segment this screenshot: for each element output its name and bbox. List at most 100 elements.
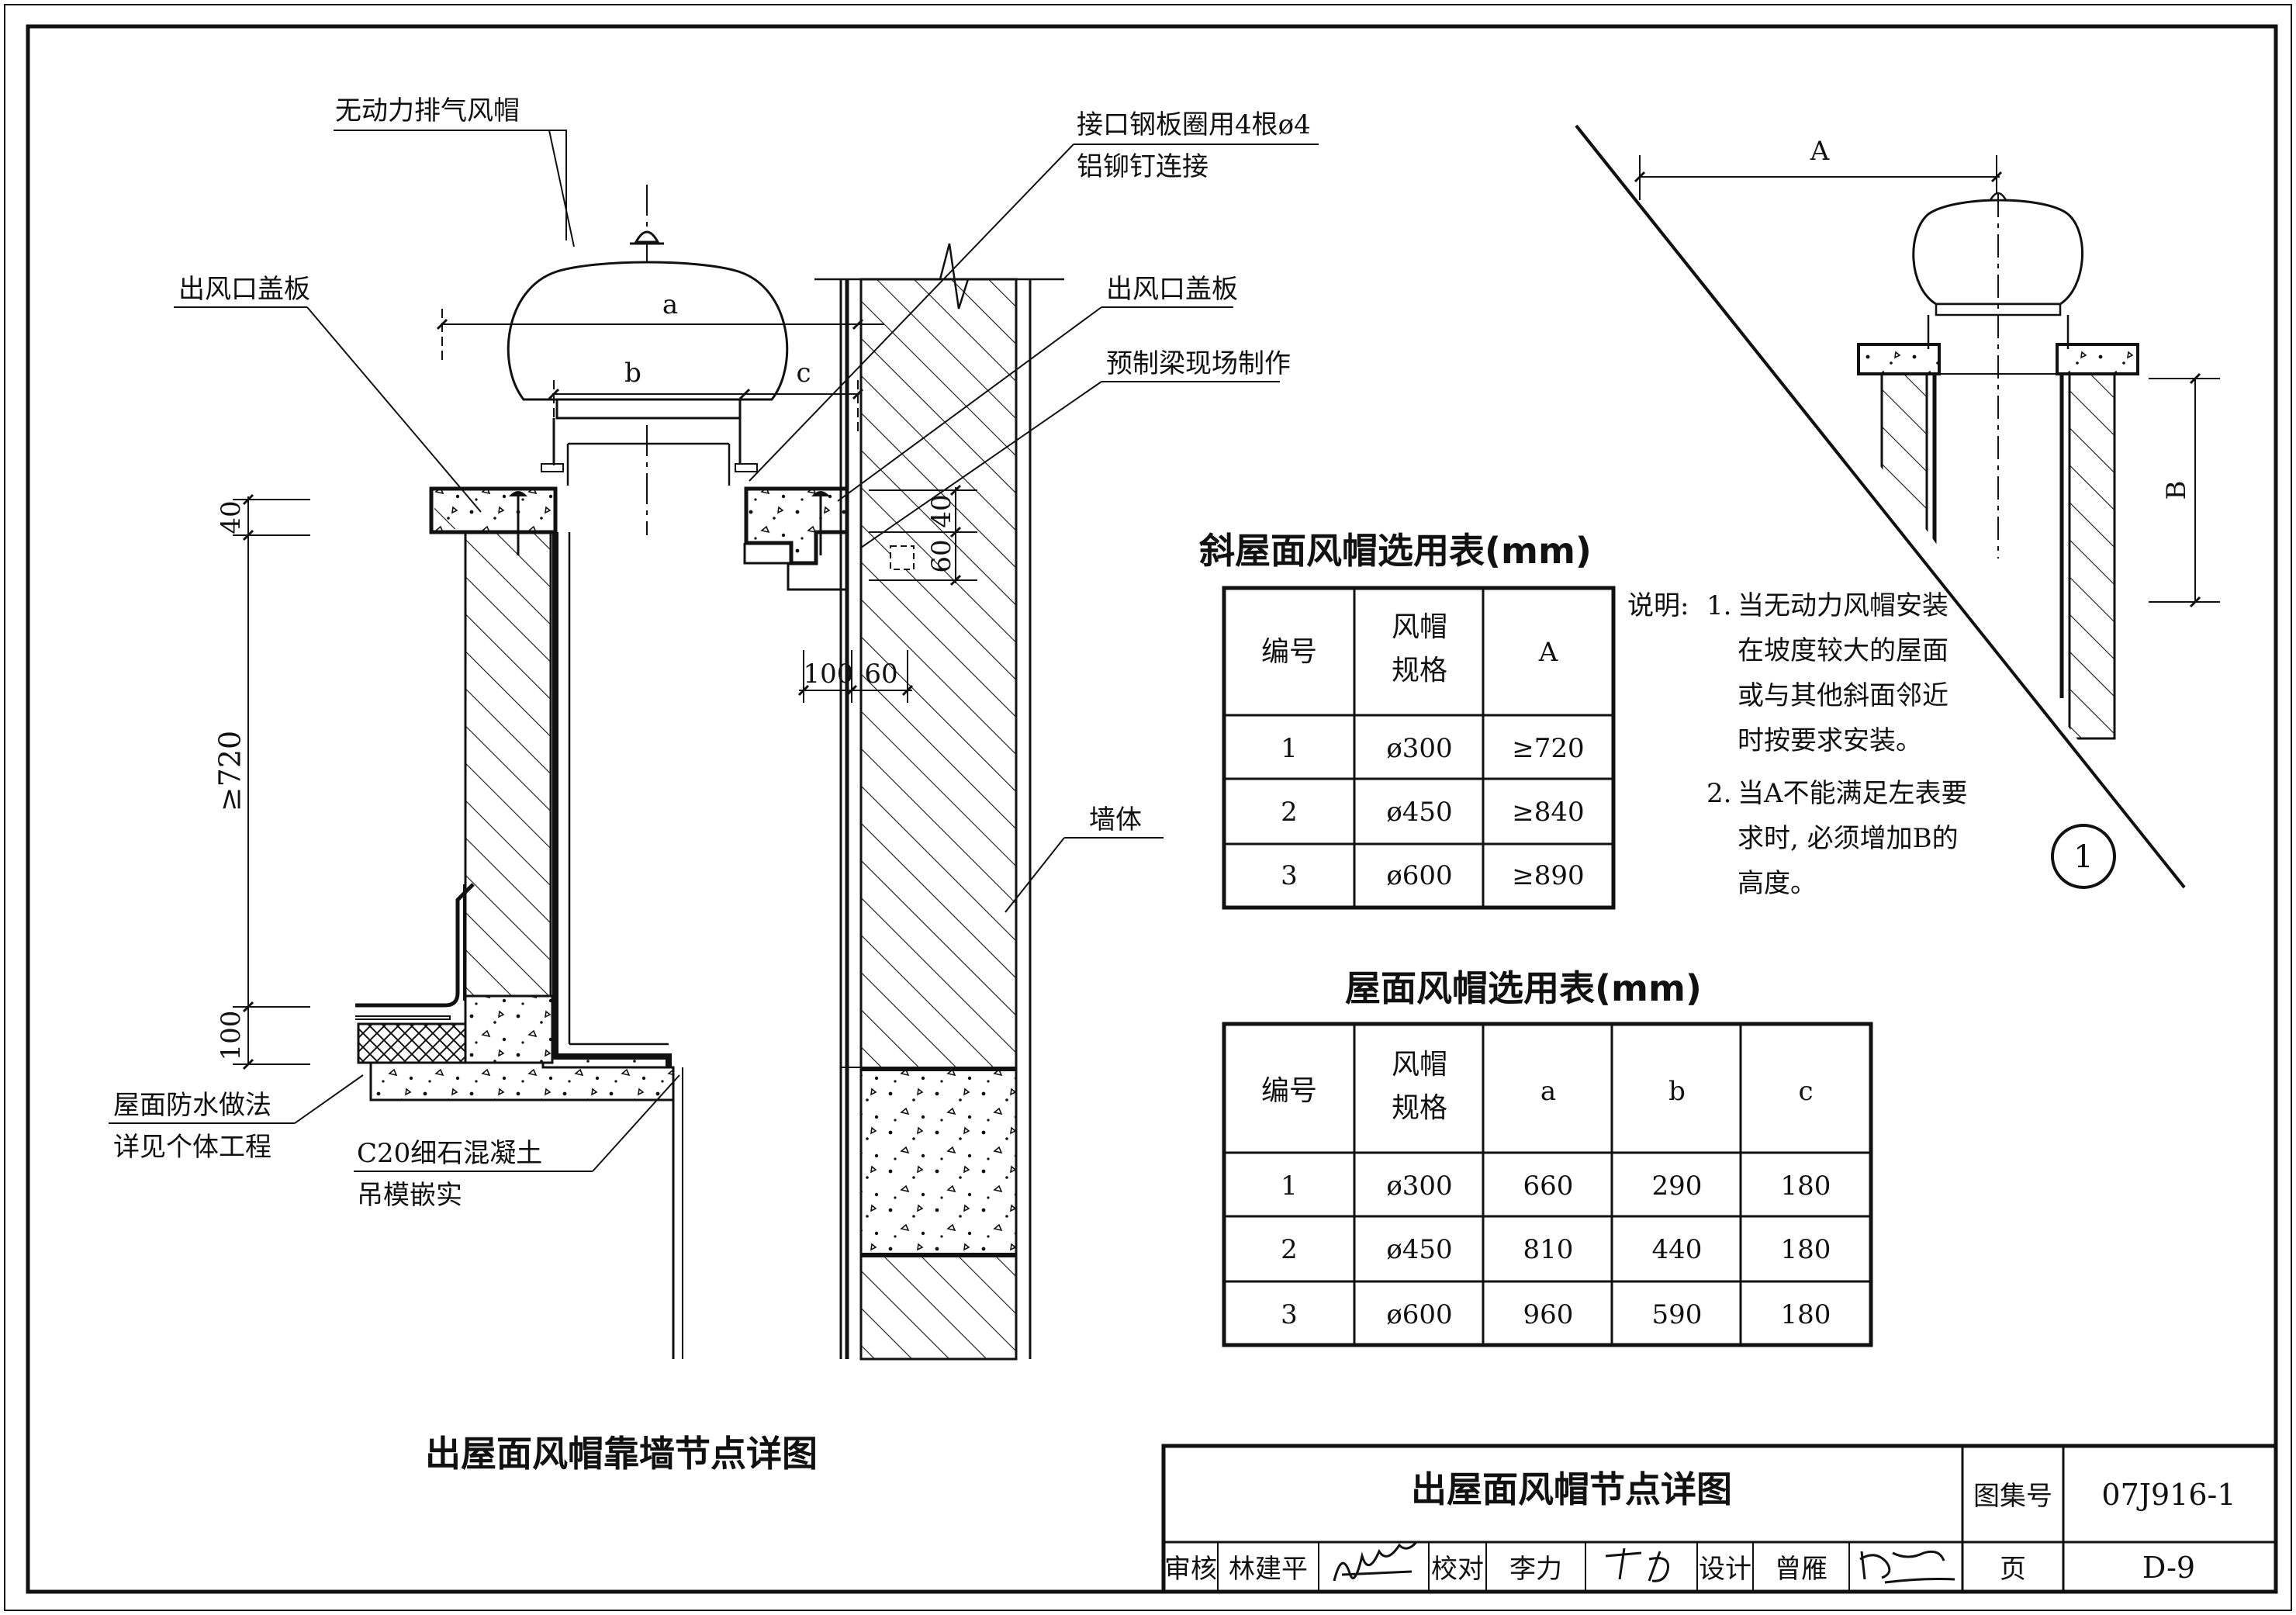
slope-cell: 1 (1281, 733, 1298, 764)
hood-knob (634, 230, 660, 244)
slope-table-header-spec-1: 风帽 (1392, 611, 1447, 643)
insulation-layer (357, 1022, 467, 1064)
curb-left (464, 531, 552, 998)
atlas-label: 图集号 (1973, 1481, 2052, 1512)
wall-body (859, 278, 1018, 1070)
wall-beam (859, 1067, 1018, 1257)
roof-cell: 810 (1523, 1234, 1574, 1265)
slope-cell: ≥720 (1512, 733, 1584, 764)
note-2-line: 当A不能满足左表要 (1738, 778, 1968, 809)
dim-c-label: c (796, 358, 811, 389)
note-2-line: 求时, 必须增加B的 (1738, 823, 1959, 854)
dim-100-left: 100 (216, 1011, 247, 1061)
roof-cell: 660 (1523, 1171, 1574, 1202)
page-label: 页 (2000, 1554, 2026, 1585)
dim-40-left: 40 (216, 500, 247, 534)
review-label: 审核 (1164, 1554, 1217, 1585)
label-rivet-line1: 接口钢板圈用4根ø4 (1077, 109, 1311, 140)
roof-table-header-b: b (1668, 1076, 1686, 1107)
roof-table-header-spec-2: 规格 (1392, 1092, 1447, 1124)
label-waterproof-line1: 屋面防水做法 (113, 1090, 271, 1121)
review-signature (1333, 1541, 1418, 1582)
design-label: 设计 (1699, 1554, 1751, 1585)
roof-cell: 290 (1652, 1171, 1703, 1202)
sheet-inner-border (26, 24, 2278, 1594)
duct-liner (552, 532, 672, 1067)
roof-cell: 3 (1281, 1299, 1298, 1330)
design-name: 曾雁 (1775, 1554, 1827, 1585)
slope-table-title: 斜屋面风帽选用表(mm) (1199, 530, 1592, 572)
roof-cell: ø300 (1386, 1171, 1452, 1202)
note-2-num: 2. (1706, 778, 1731, 809)
roof-cell: ø450 (1386, 1234, 1452, 1265)
wall-break-line (814, 243, 1064, 310)
slope-table-header-spec-2: 规格 (1392, 655, 1447, 686)
note-1-line: 时按要求安装。 (1738, 725, 1922, 756)
slope-cover-left (1857, 343, 1941, 375)
label-cover-right: 出风口盖板 (1106, 274, 1238, 305)
dim-a-label: a (662, 289, 678, 320)
slope-curb-right (2068, 372, 2116, 740)
roof-table-header-no: 编号 (1261, 1075, 1317, 1107)
hood-neck (555, 398, 742, 420)
check-name: 李力 (1509, 1554, 1562, 1585)
label-concrete-line1: C20细石混凝土 (357, 1138, 542, 1169)
wall-lower (859, 1254, 1018, 1361)
slope-dim-A: A (1810, 136, 1830, 167)
main-detail-title: 出屋面风帽靠墙节点详图 (425, 1433, 818, 1475)
note-1-line: 在坡度较大的屋面 (1738, 635, 1948, 666)
slope-cell: 2 (1281, 797, 1298, 828)
c20-infill (464, 994, 554, 1064)
dim-60-right: 60 (926, 539, 957, 572)
note-1-line: 当无动力风帽安装 (1738, 590, 1948, 621)
slope-table-header-no: 编号 (1261, 636, 1317, 668)
dim-720: ≥720 (213, 731, 247, 811)
dim-b-label: b (624, 358, 641, 389)
design-signature (1859, 1550, 1955, 1584)
slope-cover-right (2056, 343, 2139, 375)
note-1-num: 1. (1706, 590, 1731, 621)
hood-dome-shape (507, 261, 789, 401)
roof-cell: 2 (1281, 1234, 1298, 1265)
slope-cell: ø300 (1386, 733, 1452, 764)
roof-slab (369, 1061, 675, 1101)
roof-table: 屋面风帽选用表(mm) 编号 风帽 规格 a b c 1 ø300 660 29… (1222, 967, 1873, 1347)
dim-100-mid: 100 (804, 659, 854, 690)
roof-cell: ø600 (1386, 1299, 1452, 1330)
check-label: 校对 (1431, 1554, 1484, 1585)
notes: 说明: 1. 当无动力风帽安装 在坡度较大的屋面 或与其他斜面邻近 时按要求安装… (1627, 590, 1968, 899)
label-waterproof-line2: 详见个体工程 (113, 1132, 271, 1163)
atlas-number: 07J916-1 (2101, 1478, 2235, 1512)
slope-cell: 3 (1281, 860, 1298, 891)
roof-table-title: 屋面风帽选用表(mm) (1345, 967, 1702, 1009)
roof-cell: 440 (1652, 1234, 1703, 1265)
slope-cell: ø450 (1386, 797, 1452, 828)
roof-cell: 180 (1781, 1171, 1831, 1202)
sheet-outer-border (4, 4, 2292, 1611)
note-2-line: 高度。 (1738, 868, 1817, 899)
slope-cell: ≥840 (1512, 797, 1584, 828)
note-1-line: 或与其他斜面邻近 (1738, 680, 1948, 711)
title-block: 出屋面风帽节点详图 图集号 07J916-1 审核 林建平 校对 李力 设计 曾… (1161, 1444, 2278, 1594)
dim-60-mid: 60 (864, 659, 897, 690)
check-signature (1605, 1548, 1669, 1582)
label-rivet-line2: 铝铆钉连接 (1077, 151, 1209, 182)
roof-cell: 180 (1781, 1299, 1831, 1330)
roof-cell: 180 (1781, 1234, 1831, 1265)
callout-number: 1 (2073, 839, 2093, 875)
roof-cell: 960 (1523, 1299, 1574, 1330)
label-beam: 预制梁现场制作 (1106, 348, 1291, 379)
cover-plate-right (744, 486, 849, 565)
label-hood: 无动力排气风帽 (335, 95, 520, 126)
slope-dim-B: B (2161, 481, 2192, 500)
drawing-title: 出屋面风帽节点详图 (1411, 1468, 1732, 1510)
roof-cell: 1 (1281, 1171, 1298, 1202)
callout-circle (2051, 824, 2116, 889)
slope-detail: A B 1 (1575, 124, 2220, 889)
label-concrete-line2: 吊模嵌实 (357, 1180, 462, 1211)
main-detail: a b c 40 ≥720 100 40 60 (109, 95, 1319, 1475)
slope-table-header-A: A (1538, 637, 1558, 668)
slope-table: 斜屋面风帽选用表(mm) 编号 风帽 规格 A 1 ø300 ≥720 2 ø4… (1199, 530, 1616, 910)
page-number: D-9 (2142, 1551, 2195, 1585)
